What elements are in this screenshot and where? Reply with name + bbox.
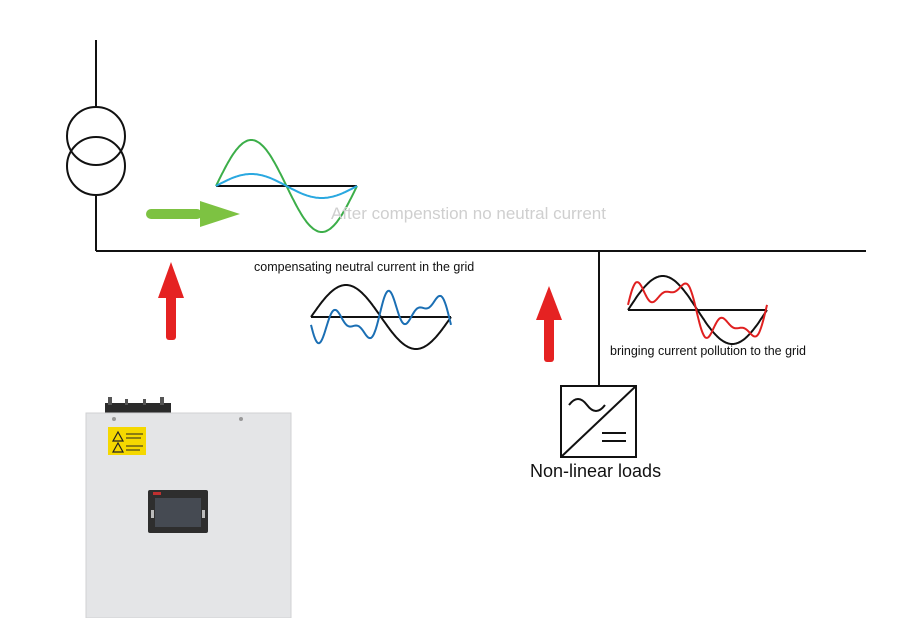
active-filter-device (86, 397, 291, 618)
pollution-label: bringing current pollution to the grid (610, 344, 806, 358)
red-arrow-left (158, 262, 184, 340)
warning-label (108, 427, 146, 455)
green-arrow (146, 201, 240, 227)
nonlinear-loads-label: Non-linear loads (530, 461, 661, 482)
device-display (148, 490, 208, 533)
after-compensation-label: After compenstion no neutral current (331, 204, 606, 224)
red-arrow-right (536, 286, 562, 362)
compensating-current-label: compensating neutral current in the grid (254, 260, 474, 274)
transformer-icon (67, 107, 125, 195)
compensating-waveform (311, 285, 451, 349)
harmonic-waveform (628, 276, 767, 344)
nonlinear-load-icon (561, 386, 636, 457)
